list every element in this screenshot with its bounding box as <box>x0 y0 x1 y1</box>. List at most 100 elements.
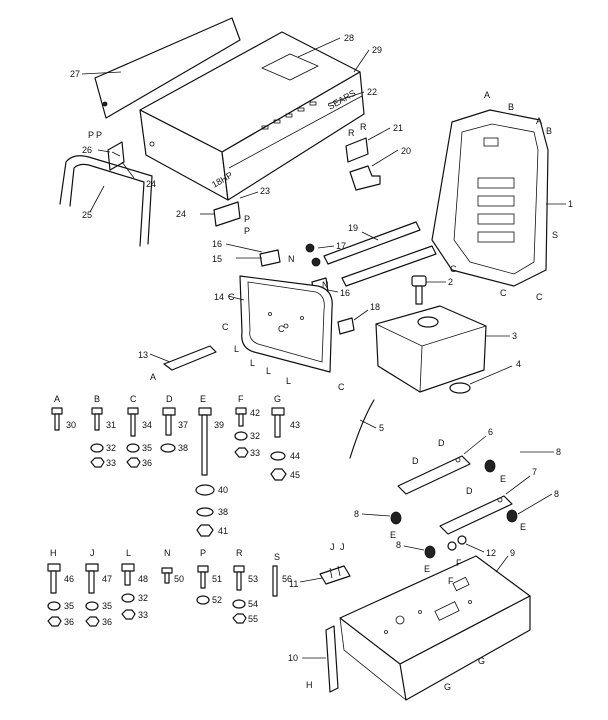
hardware-row-1 <box>51 407 287 537</box>
hw-num-53: 53 <box>248 574 258 584</box>
hw-num-55: 55 <box>248 614 258 624</box>
callout-7: 7 <box>532 467 537 477</box>
bolt-j <box>85 563 100 627</box>
hw-num-51: 51 <box>212 574 222 584</box>
hw-num-32b: 32 <box>250 431 260 441</box>
callout-21: 21 <box>393 123 403 133</box>
fuel-hose <box>349 399 377 459</box>
knob-18 <box>337 309 369 335</box>
ref-c-1: C <box>450 264 457 274</box>
hw-num-41: 41 <box>218 526 228 536</box>
ref-e-4: E <box>424 564 430 574</box>
lift-arm-7 <box>439 475 531 535</box>
bolt-g <box>270 407 287 481</box>
callout-8c: 8 <box>354 509 359 519</box>
callout-25: 25 <box>82 210 92 220</box>
hw-letter-j: J <box>90 548 95 558</box>
hw-num-37: 37 <box>178 420 188 430</box>
lift-arm-6 <box>397 435 487 495</box>
ref-e-3: E <box>390 530 396 540</box>
hw-letter-l: L <box>126 548 131 558</box>
frame-strap <box>302 625 339 693</box>
bolt-r <box>232 565 247 624</box>
hw-num-38a: 38 <box>178 443 188 453</box>
ref-p-4: P <box>244 226 250 236</box>
ref-e-2: E <box>520 522 526 532</box>
bolt-h <box>47 563 62 627</box>
hood: 18HP SEARS <box>139 31 370 201</box>
hardware-labels: A B C D F G 30 31 32 33 34 35 36 37 38 3… <box>50 394 300 627</box>
bolt-s <box>272 565 278 597</box>
hw-num-38b: 38 <box>218 507 228 517</box>
ref-a-3: A <box>150 372 156 382</box>
grommets <box>305 243 335 267</box>
ref-c-5: C <box>278 324 285 334</box>
ref-p-1: P <box>88 130 94 140</box>
bolt-l <box>121 563 136 620</box>
callout-19: 19 <box>348 223 358 233</box>
callout-12: 12 <box>486 548 496 558</box>
hw-letter-a: A <box>54 394 60 404</box>
callout-labels: 1 2 3 4 5 6 7 8 8 8 8 9 10 11 12 13 14 1… <box>70 33 573 663</box>
ref-p-2: P <box>96 130 102 140</box>
ref-e-1: E <box>500 474 506 484</box>
ref-c-3: C <box>536 292 543 302</box>
ref-l-1: L <box>234 344 239 354</box>
fuel-cap <box>411 275 446 305</box>
callout-9: 9 <box>510 548 515 558</box>
hw-letter-b: B <box>94 394 100 404</box>
callout-16a: 16 <box>212 239 222 249</box>
hood-latch-bracket <box>345 127 391 163</box>
dash-clip <box>225 243 281 267</box>
hw-num-30: 30 <box>66 420 76 430</box>
hw-num-35c: 35 <box>102 601 112 611</box>
ref-h-1: H <box>306 680 313 690</box>
ref-f-1: F <box>456 558 462 568</box>
callout-29: 29 <box>372 45 382 55</box>
callout-13: 13 <box>138 350 148 360</box>
fuel-tank <box>375 305 510 393</box>
bolt-f <box>234 407 249 458</box>
callout-4: 4 <box>516 359 521 369</box>
ref-n-1: N <box>288 254 295 264</box>
ref-a-1: A <box>484 90 490 100</box>
ref-j-2: J <box>340 542 345 552</box>
hw-num-52: 52 <box>212 595 222 605</box>
bushings <box>361 451 554 559</box>
bracket-11 <box>299 565 351 585</box>
bolt-p <box>196 565 210 605</box>
hood-hinge-lower <box>200 191 259 227</box>
bolt-b <box>90 407 105 468</box>
rear-shroud <box>431 109 566 287</box>
hw-num-43: 43 <box>290 420 300 430</box>
callout-16b: 16 <box>340 288 350 298</box>
hw-letter-c: C <box>130 394 137 404</box>
callout-17: 17 <box>336 241 346 251</box>
hw-num-36c: 36 <box>102 617 112 627</box>
hw-letter-h: H <box>50 548 57 558</box>
callout-6: 6 <box>488 427 493 437</box>
hw-num-42: 42 <box>250 408 260 418</box>
hw-num-54: 54 <box>248 599 258 609</box>
ref-j-1: J <box>330 542 335 552</box>
callout-23: 23 <box>260 186 270 196</box>
ref-d-3: D <box>466 486 473 496</box>
hw-letter-g: G <box>274 394 281 404</box>
ref-g-2: G <box>444 682 451 692</box>
ref-l-2: L <box>250 358 255 368</box>
callout-10: 10 <box>288 653 298 663</box>
front-bumper <box>59 155 153 247</box>
ref-d-2: D <box>412 456 419 466</box>
hw-num-34: 34 <box>142 420 152 430</box>
callout-24a: 24 <box>146 179 156 189</box>
ref-b-2: B <box>546 126 552 136</box>
hw-num-56: 56 <box>282 574 292 584</box>
hw-num-32c: 32 <box>138 593 148 603</box>
hw-num-33c: 33 <box>138 610 148 620</box>
ref-s-1: S <box>552 230 558 240</box>
ref-a-2: A <box>536 116 542 126</box>
ref-r-1: R <box>348 128 355 138</box>
hw-num-46: 46 <box>64 574 74 584</box>
ref-c-4: C <box>228 292 235 302</box>
